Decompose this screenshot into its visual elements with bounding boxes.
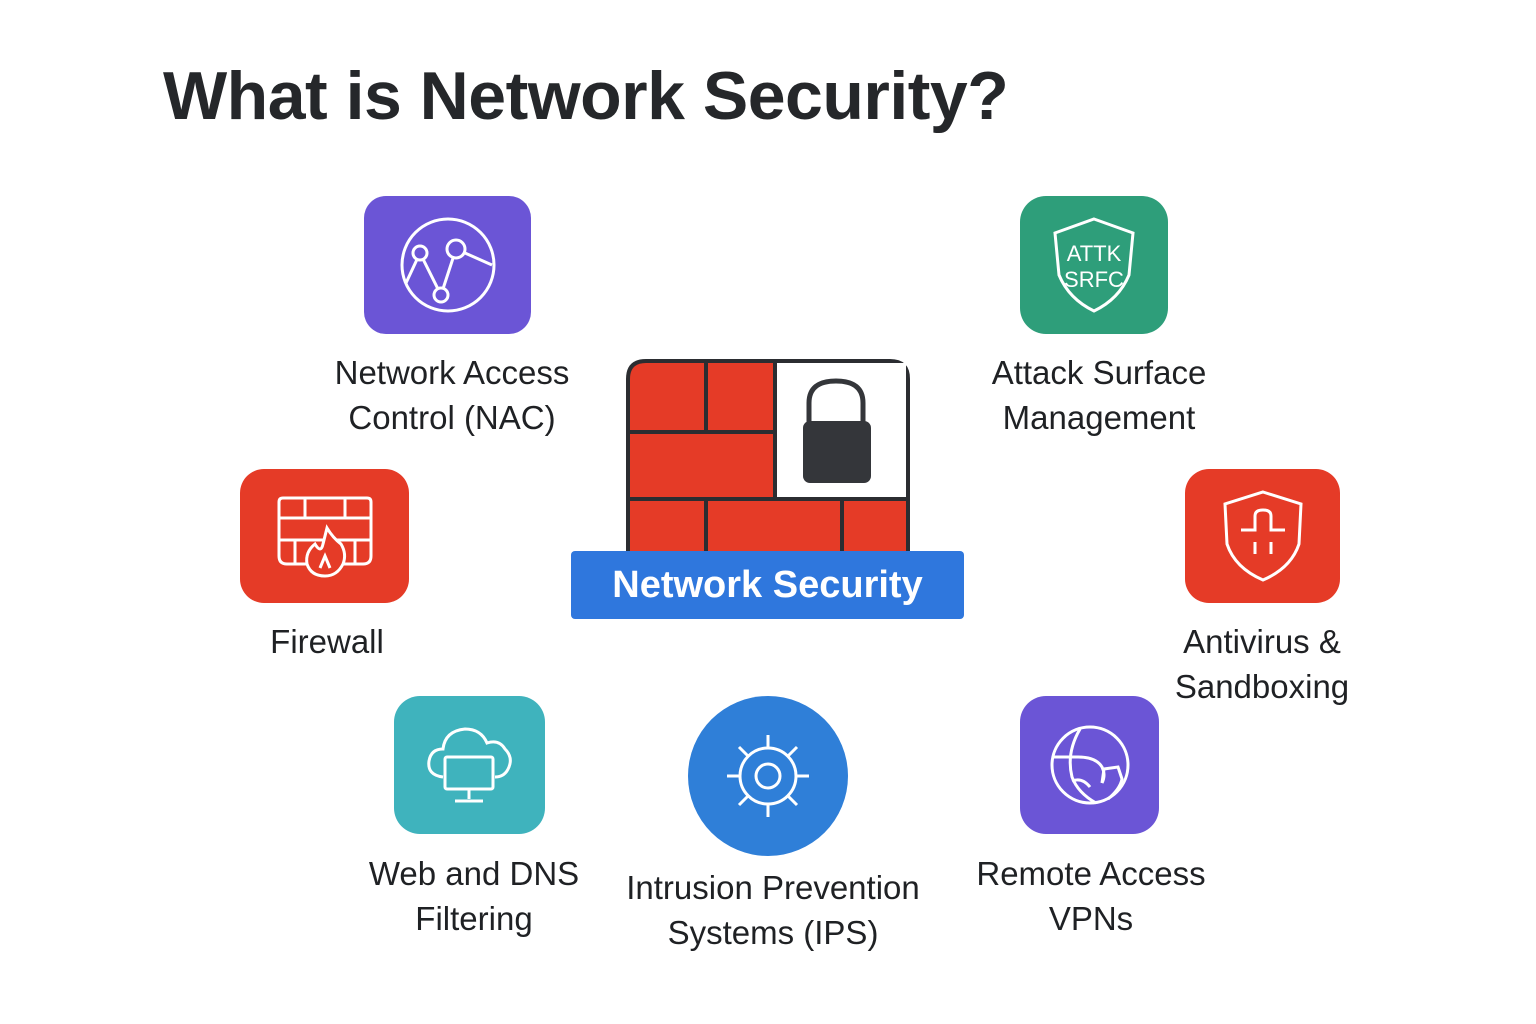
network-globe-icon bbox=[400, 217, 495, 313]
label-line: Control (NAC) bbox=[348, 399, 556, 436]
globe-map-icon bbox=[1050, 725, 1129, 805]
label-line: Management bbox=[1002, 399, 1196, 436]
label-line: Sandboxing bbox=[1174, 668, 1350, 705]
tile-firewall bbox=[240, 469, 409, 603]
label-line: Attack Surface bbox=[991, 354, 1207, 391]
firewall-lock-icon bbox=[626, 359, 910, 561]
tile-remote-access-vpn bbox=[1020, 696, 1159, 834]
svg-text:SRFC: SRFC bbox=[1064, 267, 1124, 292]
gear-target-icon bbox=[727, 735, 809, 817]
label-line: VPNs bbox=[1048, 900, 1134, 937]
label-line: Filtering bbox=[415, 900, 533, 937]
tile-network-access-control bbox=[364, 196, 531, 334]
network-security-banner: Network Security bbox=[571, 551, 964, 619]
svg-text:ATTK: ATTK bbox=[1067, 241, 1122, 266]
label-antivirus-sandboxing: Antivirus & Sandboxing bbox=[1175, 619, 1349, 709]
label-line: Intrusion Prevention bbox=[626, 869, 920, 906]
firewall-flame-icon bbox=[277, 496, 372, 578]
label-line: Systems (IPS) bbox=[667, 914, 879, 951]
label-network-access-control: Network Access Control (NAC) bbox=[335, 350, 570, 440]
label-line: Web and DNS bbox=[368, 855, 580, 892]
tile-intrusion-prevention bbox=[688, 696, 848, 856]
label-remote-access-vpn: Remote Access VPNs bbox=[976, 851, 1205, 941]
label-intrusion-prevention: Intrusion Prevention Systems (IPS) bbox=[626, 865, 920, 955]
label-line: Network Access bbox=[334, 354, 570, 391]
label-firewall: Firewall bbox=[270, 619, 384, 664]
label-line: Antivirus & bbox=[1183, 623, 1341, 660]
tile-web-dns-filtering bbox=[394, 696, 545, 834]
label-web-dns-filtering: Web and DNS Filtering bbox=[369, 851, 579, 941]
label-line: Firewall bbox=[270, 623, 384, 660]
label-attack-surface-management: Attack Surface Management bbox=[992, 350, 1207, 440]
tile-antivirus-sandboxing bbox=[1185, 469, 1340, 603]
shield-text-icon: ATTK SRFC bbox=[1053, 217, 1135, 313]
label-line: Remote Access bbox=[976, 855, 1206, 892]
cloud-monitor-icon bbox=[426, 727, 512, 803]
page-title: What is Network Security? bbox=[163, 58, 1009, 134]
tile-attack-surface-management: ATTK SRFC bbox=[1020, 196, 1168, 334]
central-firewall-graphic bbox=[626, 359, 910, 561]
shield-plus-icon bbox=[1222, 490, 1303, 582]
